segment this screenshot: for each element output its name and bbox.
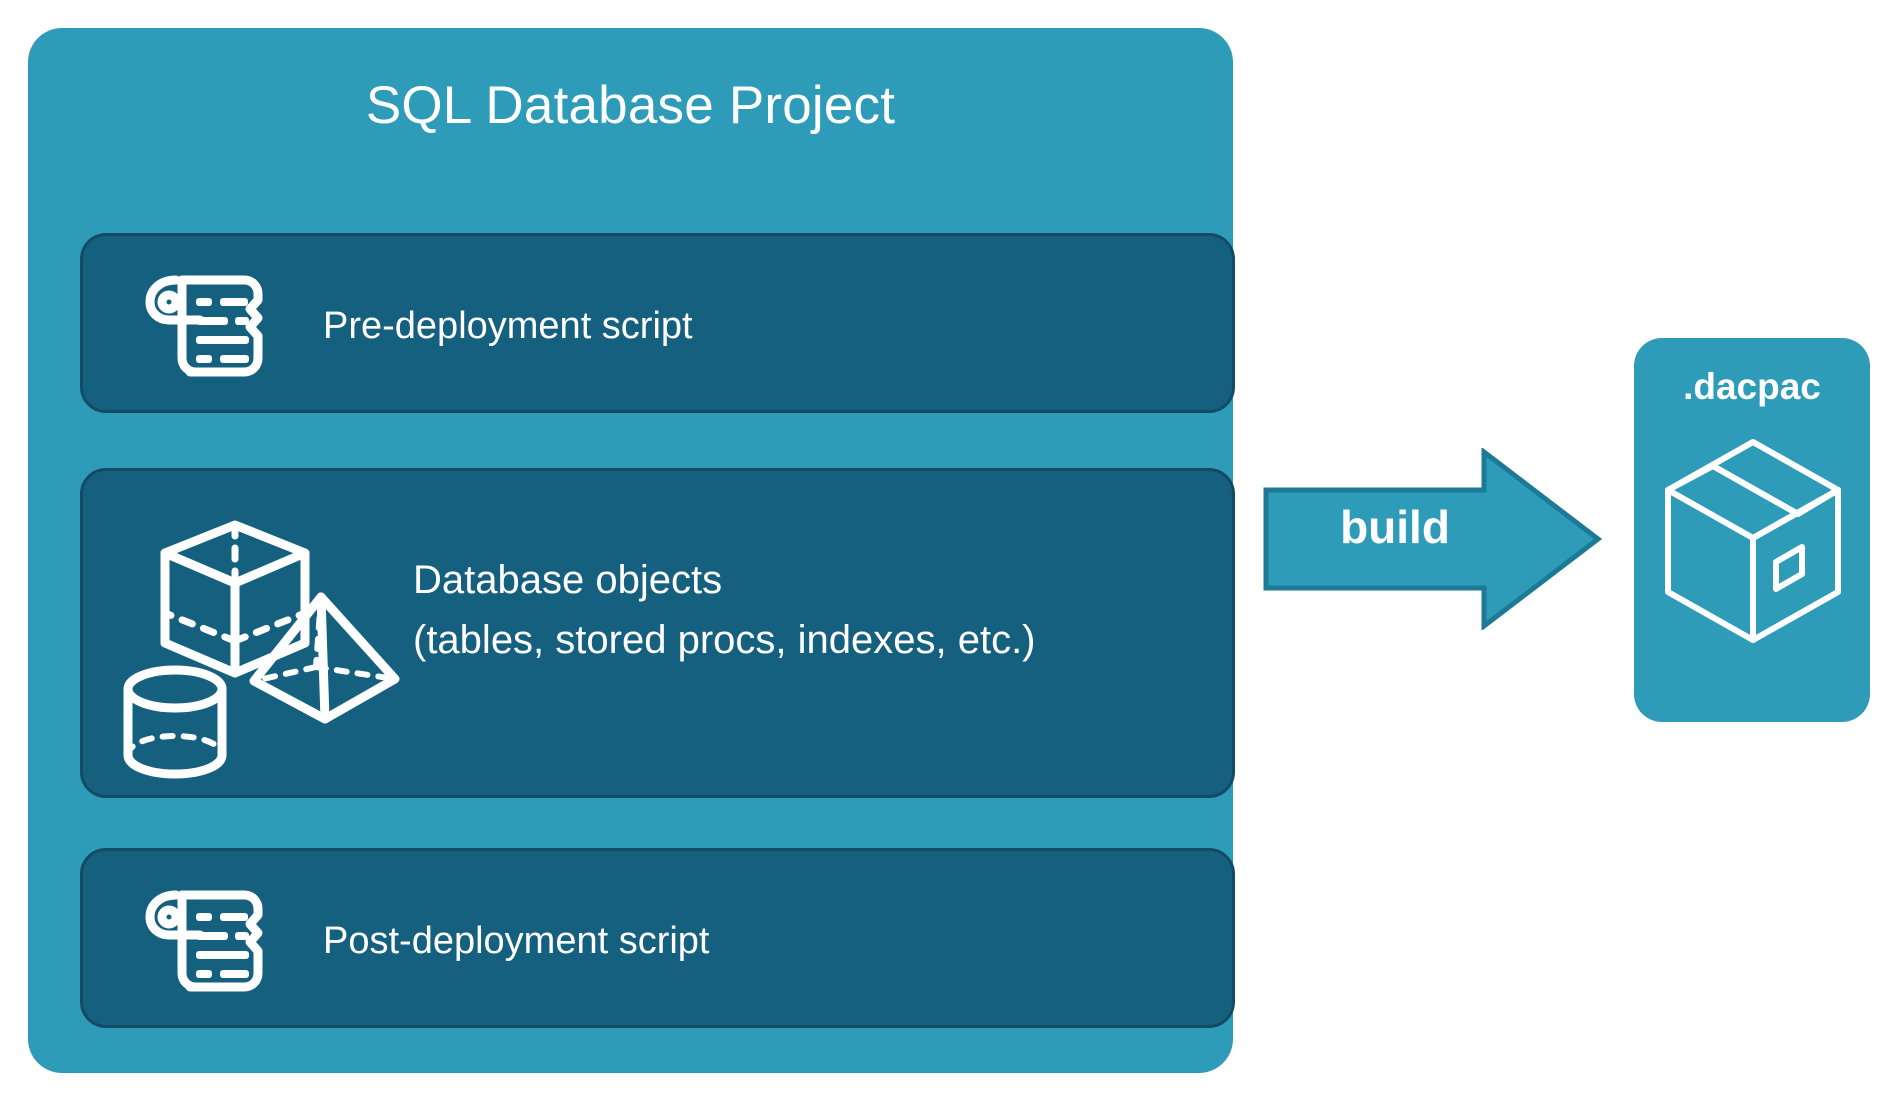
project-title: SQL Database Project (365, 76, 896, 135)
card-pre-deployment-script[interactable]: Pre-deployment script (80, 233, 1235, 413)
card-post-deployment-label: Post-deployment script (323, 920, 710, 962)
card-post-deployment-script[interactable]: Post-deployment script (80, 848, 1235, 1028)
sql-database-project-panel: SQL Database Project (28, 28, 1235, 1073)
card-pre-deployment-label: Pre-deployment script (323, 305, 693, 347)
scroll-icon (138, 877, 278, 1005)
card-database-objects[interactable]: Database objects (tables, stored procs, … (80, 468, 1235, 798)
arrow-right-icon (1262, 448, 1602, 630)
dacpac-output-card[interactable]: .dacpac (1634, 338, 1870, 722)
shapes-icon (103, 491, 413, 781)
package-box-icon (1658, 434, 1848, 648)
card-database-objects-label: Database objects (tables, stored procs, … (413, 558, 1036, 662)
dacpac-title: .dacpac (1683, 366, 1821, 407)
scroll-icon (138, 262, 278, 390)
build-arrow-label: build (1340, 501, 1450, 553)
